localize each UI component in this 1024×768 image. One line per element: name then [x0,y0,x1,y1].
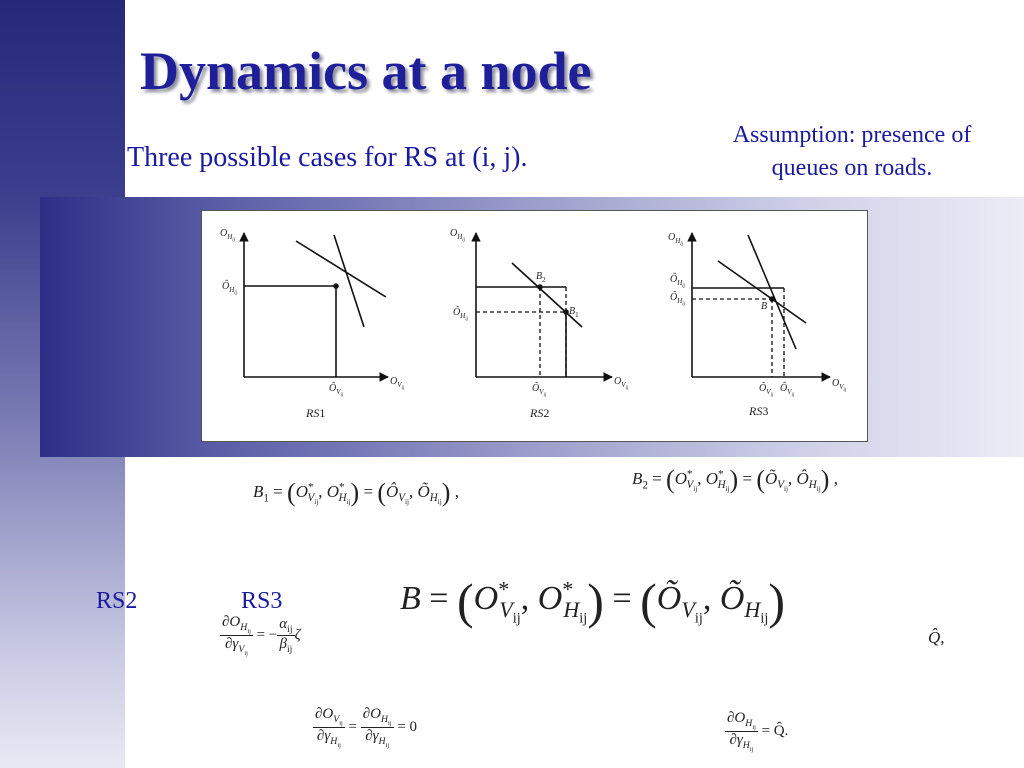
assumption-note: Assumption: presence of queues on roads. [732,122,972,181]
panel-rs2: B2 B1 OHij ÕHij OVij ÕVij RS2 [450,228,629,420]
rs3-x-tick-tilde: ÕVij [759,382,774,398]
panel-rs1: OHij ÔHij OVij ÔVij RS1 [220,228,405,420]
rs3-point-b: B [761,301,767,312]
rs2-y-tick: ÕHij [453,306,469,322]
rs2-x-tick: ÕVij [532,382,547,398]
rs3-y-axis-label: OHij [668,232,684,247]
rs1-label: RS1 [305,406,325,420]
rs3-y-tick-hat: ÔHij [670,273,686,289]
rs-cases-svg: OHij ÔHij OVij ÔVij RS1 B2 B1 OHij ÕHij … [220,228,847,420]
rs3-label: RS3 [748,404,768,418]
rs3-case-label: RS3 [241,588,283,614]
rs2-case-label: RS2 [96,588,138,614]
slide-title: Dynamics at a node [140,41,592,101]
rs2-y-axis-label: OHij [450,228,466,243]
rs2-point-b2: B2 [536,271,546,284]
rs1-y-axis-label: OHij [220,228,236,243]
derivative-q: ∂OHij∂γHij = Q̂. [725,710,789,753]
rs1-y-tick: ÔHij [222,280,238,296]
rs2-point-b1: B1 [569,306,579,319]
rs1-x-axis-label: OVij [390,376,405,391]
derivative-zero: ∂OVij∂γHij = ∂OHij∂γHij = 0 [313,706,418,749]
q-hat-term: Q̂, [928,628,945,647]
rs1-x-tick: ÔVij [329,382,344,398]
equation-b: B = (O*Vij, O*Hij) = (ÕVij, ÕHij) [400,573,785,629]
equation-b1: B1 = (O*Vij, O*Hij) = (ÔVij, ÕHij) , [253,478,459,507]
panel-rs3: B OHij ÔHij ÕHij OVij ÕVij ÔVij RS3 [668,232,847,418]
equation-b2: B2 = (O*Vij, O*Hij) = (ÕVij, ÔHij) , [632,465,838,494]
rs2-x-axis-label: OVij [614,376,629,391]
slide-subtitle: Three possible cases for RS at (i, j). [127,142,528,173]
rs-cases-figure: OHij ÔHij OVij ÔVij RS1 B2 B1 OHij ÕHij … [201,210,868,442]
rs3-x-tick-hat: ÔVij [780,382,795,398]
rs3-x-axis-label: OVij [832,378,847,393]
rs3-y-tick-tilde: ÕHij [670,291,686,307]
rs2-label: RS2 [529,406,549,420]
